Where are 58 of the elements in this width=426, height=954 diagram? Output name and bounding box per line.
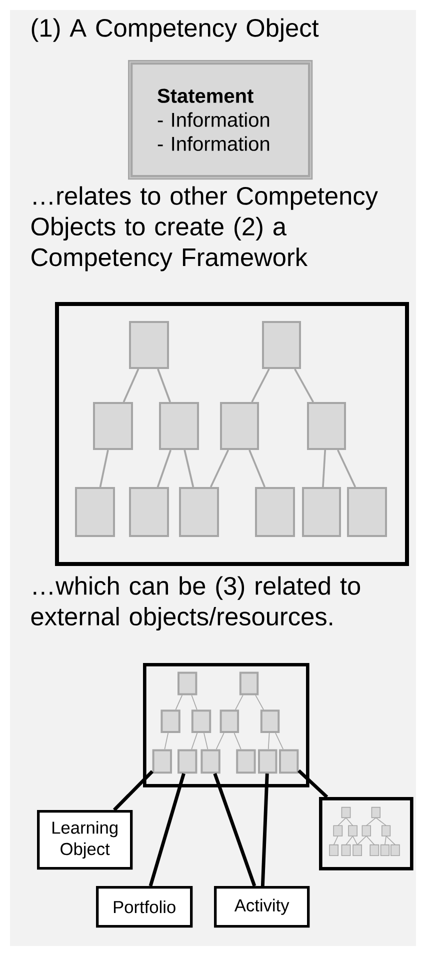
tree-line [251, 368, 270, 402]
tree-line [336, 450, 356, 488]
competency-box [220, 402, 259, 450]
tree-line [322, 450, 326, 488]
leader-line [260, 774, 269, 886]
leader-line [112, 770, 154, 812]
leader-line [298, 769, 328, 798]
competency-box [239, 672, 259, 696]
tree-line [191, 732, 198, 750]
tree-line [268, 732, 270, 750]
competency-box [200, 749, 220, 774]
competency-box [220, 710, 240, 734]
competency-box [347, 487, 387, 537]
tree-line [184, 450, 194, 488]
competency-box [179, 487, 219, 537]
tree-line [234, 732, 242, 750]
competency-box [307, 402, 346, 450]
tree-line [248, 450, 266, 488]
tree-line [216, 732, 224, 750]
competency-box [260, 710, 280, 734]
tree-line [175, 694, 183, 710]
framework-drawing [319, 797, 414, 870]
caption-text: …which can be (3) related to external objects/resources. [31, 576, 360, 631]
resource-box: Activity [214, 886, 310, 928]
tree-line [156, 450, 172, 488]
competency-box [152, 749, 172, 774]
competency-box [191, 710, 212, 734]
competency-box [302, 487, 341, 537]
tree-line [275, 732, 284, 750]
competency-box [159, 402, 199, 450]
competency-box [178, 749, 198, 774]
tree-line [294, 368, 314, 402]
tree-line [210, 450, 230, 488]
competency-box [255, 487, 295, 537]
caption-text: …relates to other Competency Objects to create (2) a Competency Framework [31, 186, 378, 272]
competency-box [93, 402, 133, 450]
competency-box [160, 710, 180, 734]
leader-line [213, 772, 256, 887]
tree-line [191, 694, 198, 710]
leader-line [148, 773, 186, 886]
competency-box [75, 487, 115, 537]
tree-line [164, 732, 169, 750]
tree-line [157, 368, 171, 402]
competency-box [279, 749, 299, 774]
tree-line [255, 694, 264, 710]
tree-line [122, 368, 140, 402]
competency-box [236, 749, 256, 774]
tree-line [99, 450, 109, 488]
resource-box: Learning Object [37, 810, 133, 870]
competency-box [262, 321, 301, 369]
resource-box: Portfolio [96, 886, 193, 928]
tree-line [235, 694, 244, 710]
competency-box [129, 487, 169, 537]
competency-box [178, 672, 198, 696]
statement-box: Statement - Information - Information [128, 60, 313, 180]
tree-line [204, 732, 208, 750]
competency-box [129, 321, 169, 369]
competency-box [258, 749, 278, 774]
